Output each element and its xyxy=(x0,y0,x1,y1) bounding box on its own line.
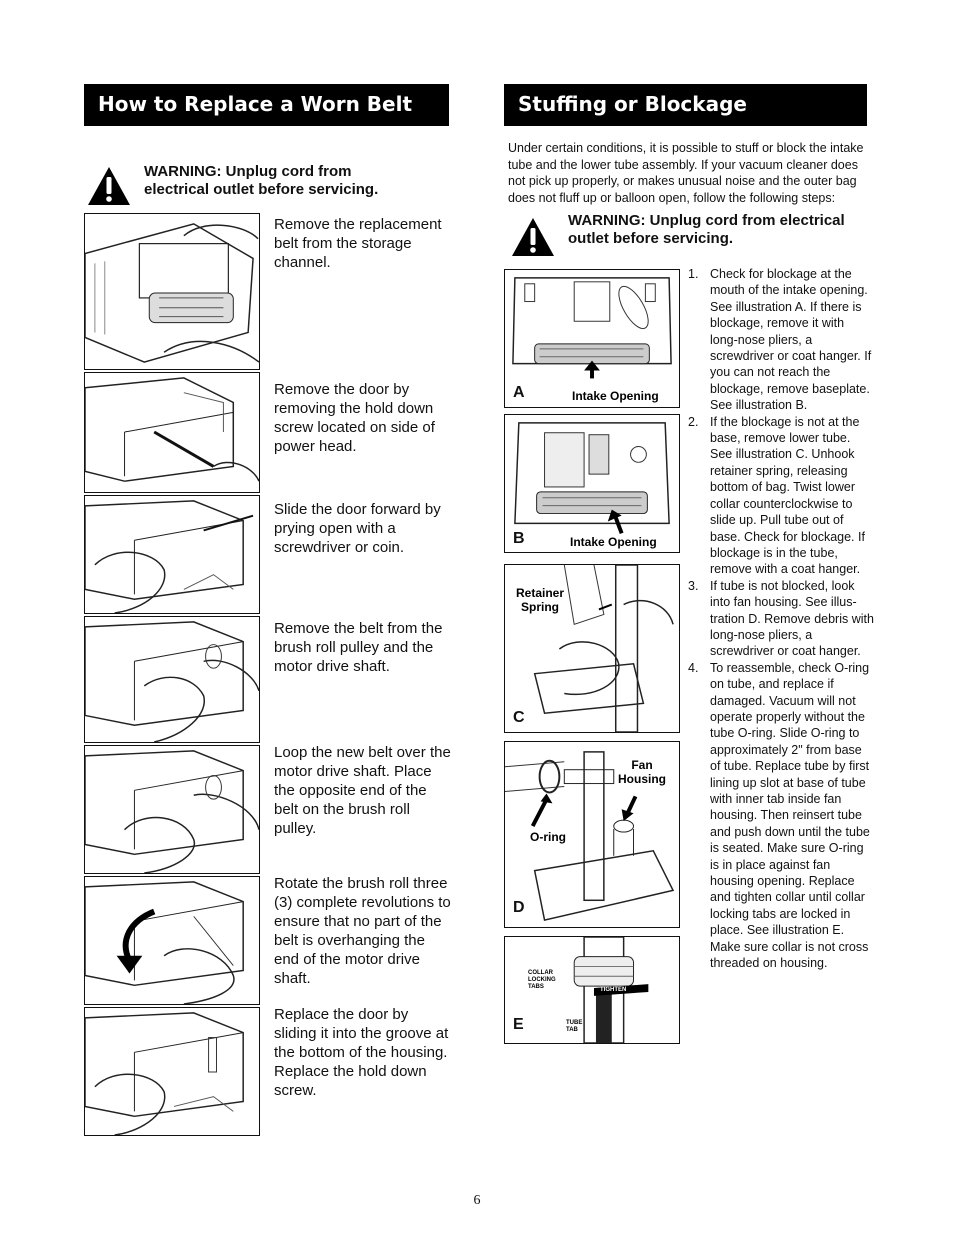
belt-illustration-1 xyxy=(84,213,260,370)
illustration-e-letter: E xyxy=(513,1016,524,1033)
step-number: 4. xyxy=(688,660,699,675)
illustration-c xyxy=(504,564,680,733)
right-section-title: Stuffing or Blockage xyxy=(504,84,867,126)
illustration-d-oring-label: O-ring xyxy=(530,830,566,844)
belt-step-3: Slide the door forward by prying open wi… xyxy=(274,501,441,556)
belt-illustration-6 xyxy=(84,876,260,1005)
illustration-d xyxy=(504,741,680,928)
blockage-steps: 1. Check for blockage at the mouth of the… xyxy=(688,266,874,971)
illustration-e-tighten-label: TIGHTEN xyxy=(600,987,627,993)
illustration-b-label: Intake Opening xyxy=(570,535,657,549)
illustration-b xyxy=(504,414,680,553)
illustration-a-letter: A xyxy=(513,384,525,401)
step-number: 3. xyxy=(688,578,699,593)
warning-icon xyxy=(512,218,554,256)
belt-step-1: Remove the replacement belt from the sto… xyxy=(274,216,442,271)
belt-illustration-7 xyxy=(84,1007,260,1136)
step-text: To reassemble, check O-ring on tube, and… xyxy=(710,660,870,971)
belt-step-5: Loop the new belt over the motor drive s… xyxy=(274,744,451,837)
step-number: 1. xyxy=(688,267,699,281)
belt-illustration-2 xyxy=(84,372,260,493)
illustration-c-letter: C xyxy=(513,709,525,726)
belt-illustration-3 xyxy=(84,495,260,614)
step-text: If tube is not blocked, look into fan ho… xyxy=(710,578,874,659)
illustration-b-letter: B xyxy=(513,530,525,547)
belt-step-4: Remove the belt from the brush roll pull… xyxy=(274,620,443,675)
blockage-step-1: 1. Check for blockage at the mouth of the… xyxy=(688,266,874,414)
blockage-intro: Under certain conditions, it is possible… xyxy=(508,141,864,205)
left-warning: WARNING: Unplug cord from electrical out… xyxy=(86,163,456,207)
blockage-step-3: 3. If tube is not blocked, look into fan … xyxy=(688,578,874,660)
illustration-e-collar-label: COLLAR LOCKING TABS xyxy=(528,970,556,990)
left-warning-text: WARNING: Unplug cord from electrical out… xyxy=(144,163,379,198)
left-section-title: How to Replace a Worn Belt xyxy=(84,84,449,126)
blockage-step-2: 2. If the blockage is not at the base, re… xyxy=(688,414,874,578)
illustration-a xyxy=(504,269,680,408)
belt-step-2: Remove the door by removing the hold dow… xyxy=(274,381,435,455)
warning-icon xyxy=(88,167,130,205)
belt-illustration-4 xyxy=(84,616,260,743)
step-text: Check for blockage at the mouth of the i… xyxy=(710,267,872,413)
step-number: 2. xyxy=(688,414,699,429)
illustration-e xyxy=(504,936,680,1044)
belt-step-7: Replace the door by sliding it into the … xyxy=(274,1006,449,1099)
right-warning-text: WARNING: Unplug cord from electrical out… xyxy=(568,212,845,247)
page-number: 6 xyxy=(473,1193,481,1208)
right-warning: WARNING: Unplug cord from electrical out… xyxy=(510,212,872,258)
illustration-a-label: Intake Opening xyxy=(572,389,659,403)
illustration-d-letter: D xyxy=(513,899,525,916)
blockage-step-4: 4. To reassemble, check O-ring on tube, a… xyxy=(688,660,874,972)
belt-step-6: Rotate the brush roll three (3) complete… xyxy=(274,875,451,987)
illustration-c-label: Retainer Spring xyxy=(515,586,565,614)
illustration-e-tube-label: TUBE TAB xyxy=(566,1020,583,1033)
illustration-d-fan-label: Fan Housing xyxy=(618,758,666,786)
step-text: If the blockage is not at the base, remo… xyxy=(710,414,865,577)
belt-illustration-5 xyxy=(84,745,260,874)
